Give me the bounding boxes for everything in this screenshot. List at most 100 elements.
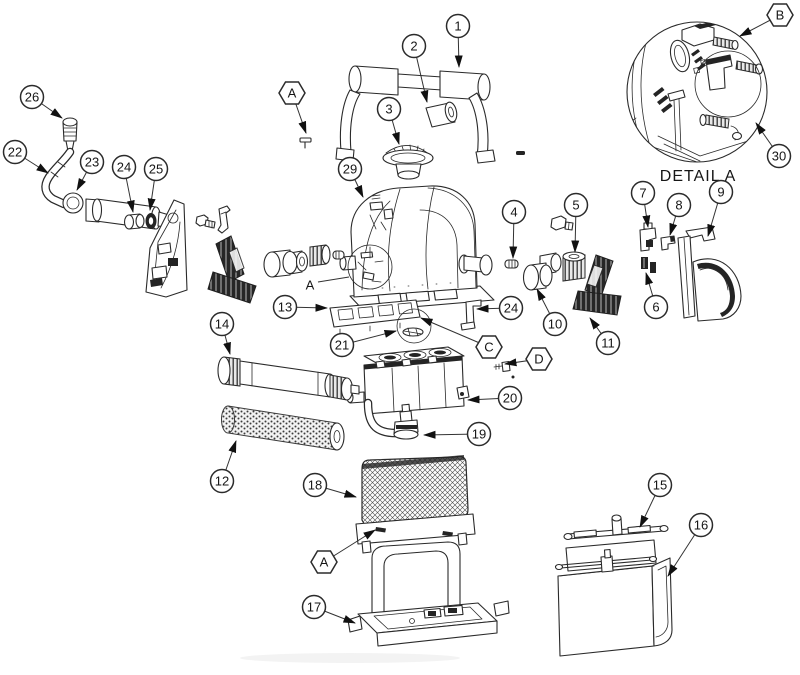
part-side-plate: [145, 199, 188, 298]
svg-text:19: 19: [472, 427, 486, 442]
hardware-screw-bracket-left: [195, 205, 231, 234]
svg-text:30: 30: [772, 149, 786, 164]
part-20-motor-box: [346, 346, 470, 415]
part-13-intake-strip: [329, 299, 421, 335]
part-15-spreader-bar: [563, 514, 669, 541]
callout-12: 12: [209, 440, 237, 494]
svg-text:20: 20: [503, 391, 517, 406]
part-29-housing: [339, 185, 495, 312]
part-11-track-right: [572, 254, 622, 316]
svg-text:A: A: [288, 86, 297, 101]
svg-text:17: 17: [307, 600, 321, 615]
callout-C: C: [420, 317, 503, 359]
callout-6: 6: [643, 272, 669, 320]
part-8-clip: [660, 235, 676, 251]
callout-7: 7: [630, 180, 656, 228]
svg-text:7: 7: [639, 186, 646, 201]
svg-text:B: B: [776, 8, 785, 23]
part-26-cable-connector: [62, 117, 78, 152]
part-19-valve-hose: [363, 398, 419, 440]
svg-text:22: 22: [8, 145, 22, 160]
svg-text:13: 13: [278, 300, 292, 315]
part-24-washer-left: [123, 213, 145, 230]
hardware-screw-a-top: [299, 137, 312, 149]
callout-30: 30: [755, 122, 792, 169]
svg-text:11: 11: [601, 336, 615, 351]
hardware-screws-bottom: [375, 527, 453, 537]
part-4-pin: [504, 259, 519, 269]
part-25-seal: [145, 213, 157, 229]
callout-26: 26: [19, 84, 63, 119]
part-12-brush-roller: [221, 405, 345, 451]
part-14-roller-tube: [217, 356, 360, 401]
part-9-flap-door: [677, 226, 742, 322]
svg-text:A: A: [320, 555, 329, 570]
callout-16: 16: [667, 512, 714, 577]
callout-20: 20: [467, 385, 523, 411]
callout-17: 17: [301, 594, 356, 624]
hardware-pin-top-right: [516, 151, 525, 155]
callout-A-bottom: A: [310, 529, 376, 574]
svg-text:24: 24: [504, 301, 518, 316]
part-18-filter-screen: [355, 455, 476, 554]
callout-19: 19: [423, 421, 492, 447]
svg-text:21: 21: [335, 338, 349, 353]
part-track-left: [207, 235, 257, 304]
callout-9: 9: [707, 179, 734, 237]
part-3-strainer-cap: [382, 144, 434, 180]
callout-5: 5: [563, 192, 589, 253]
scan-smudge: [240, 653, 460, 663]
callout-11: 11: [589, 317, 621, 356]
callout-13: 13: [272, 294, 328, 320]
svg-text:15: 15: [653, 478, 667, 493]
part-rollers-left: [263, 249, 309, 278]
svg-text:26: 26: [25, 90, 39, 105]
callout-29: 29: [337, 156, 364, 198]
callout-25: 25: [143, 156, 169, 211]
svg-text:5: 5: [572, 198, 579, 213]
callout-23: 23: [76, 149, 105, 191]
part-17-filter-frame-tray: [347, 541, 510, 647]
svg-text:6: 6: [652, 300, 659, 315]
part-7-latch: [639, 222, 657, 252]
svg-text:2: 2: [410, 39, 417, 54]
callout-14: 14: [209, 311, 235, 355]
part-gear-left: [309, 244, 331, 267]
part-16-filter-bag: [554, 539, 673, 657]
hardware-screw-5: [550, 215, 574, 231]
callout-8: 8: [666, 192, 692, 236]
svg-text:9: 9: [717, 185, 724, 200]
svg-text:4: 4: [510, 205, 517, 220]
callout-2: 2: [401, 33, 429, 103]
svg-text:10: 10: [548, 317, 562, 332]
callout-1: 1: [445, 13, 471, 68]
callout-21: 21: [329, 330, 397, 358]
part-5-gear: [562, 251, 586, 282]
callout-10: 10: [536, 288, 568, 337]
callout-24-right: 24: [476, 295, 524, 321]
callout-18: 18: [302, 472, 357, 498]
svg-text:D: D: [534, 352, 543, 367]
callout-A-ref: A: [306, 276, 350, 293]
svg-text:A: A: [306, 278, 315, 293]
part-6-clips: [641, 257, 656, 273]
part-22-hose-elbow: [41, 147, 75, 209]
svg-text:8: 8: [675, 198, 682, 213]
callout-22: 22: [2, 139, 49, 174]
svg-text:18: 18: [308, 478, 322, 493]
part-24-bracket-right: [460, 299, 482, 331]
detail-b-view: [626, 21, 768, 163]
part-10-rollers: [522, 252, 562, 291]
hardware-screw-d: [493, 360, 515, 379]
callout-4: 4: [501, 199, 527, 259]
svg-text:16: 16: [694, 518, 708, 533]
svg-text:29: 29: [343, 162, 357, 177]
callout-15: 15: [639, 472, 673, 528]
svg-text:24: 24: [117, 160, 131, 175]
svg-text:25: 25: [149, 162, 163, 177]
callout-24-left: 24: [111, 154, 137, 213]
part-23-ring: [62, 192, 84, 214]
